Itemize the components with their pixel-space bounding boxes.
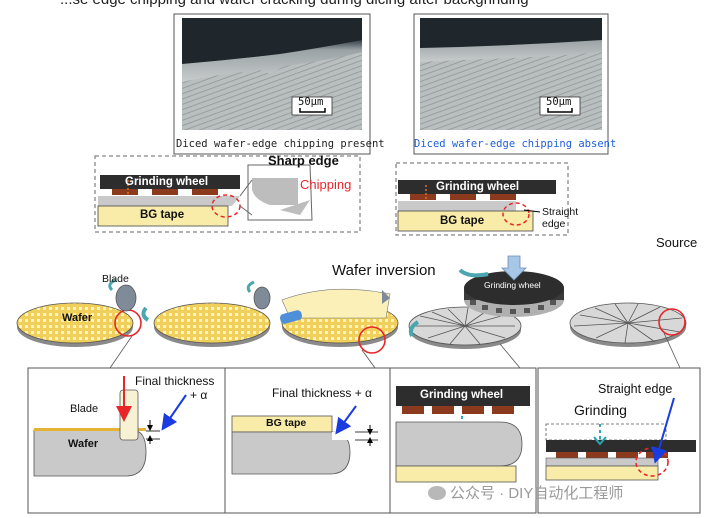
panel1-blade: Blade <box>70 403 99 415</box>
panel2-final-thickness: Final thickness + α <box>272 386 372 400</box>
label-wafer-inversion: Wafer inversion <box>332 262 436 279</box>
scale-label: 50μm <box>298 96 324 108</box>
panel1-plus-alpha: + α <box>190 388 208 402</box>
panel3-grinding-wheel: Grinding wheel <box>420 389 504 401</box>
process-flow <box>16 255 687 369</box>
micrograph-chipping-present <box>173 13 371 155</box>
wechat-icon <box>428 486 446 500</box>
caption-chipping-present: Diced wafer-edge chipping present <box>176 138 385 150</box>
panel1-wafer: Wafer <box>68 438 99 450</box>
panel1-final-thickness: Final thickness <box>135 374 215 388</box>
panel-2 <box>224 367 391 514</box>
scale-bar <box>299 108 326 113</box>
source-label: Source <box>656 235 698 250</box>
label-straight-edge: Straight edge <box>542 206 579 230</box>
scale-label: 50μm <box>546 96 572 108</box>
watermark-text: 公众号 · DIY自动化工程师 <box>450 485 624 502</box>
micrograph-chipping-absent <box>413 13 609 155</box>
panel4-straight-edge: Straight edge <box>598 382 673 396</box>
panel-3 <box>389 367 537 514</box>
label-grinding-wheel: Grinding wheel <box>436 181 520 193</box>
caption-chipping-absent: Diced wafer-edge chipping absent <box>414 138 617 150</box>
scale-bar <box>547 108 573 113</box>
panel-1 <box>27 367 228 514</box>
panel4-grinding: Grinding <box>574 402 627 418</box>
label-grinding-wheel: Grinding wheel <box>125 176 209 188</box>
label-wafer-disk: Wafer <box>62 312 93 324</box>
panel2-bg-tape: BG tape <box>266 417 307 429</box>
label-bg-tape: BG tape <box>440 215 485 227</box>
panel-4 <box>537 367 701 514</box>
schematic-chipping-absent <box>395 162 569 236</box>
header-text: ...se edge chipping and wafer cracking d… <box>60 0 529 8</box>
label-blade: Blade <box>102 273 129 285</box>
label-grinding-wheel-disk: Grinding wheel <box>484 280 541 290</box>
label-sharp-edge: Sharp edge <box>268 153 339 168</box>
label-bg-tape: BG tape <box>140 209 185 221</box>
schematic-chipping-present <box>94 155 361 233</box>
watermark: 公众号 · DIY自动化工程师 <box>428 482 623 503</box>
label-chipping: Chipping <box>300 177 352 192</box>
